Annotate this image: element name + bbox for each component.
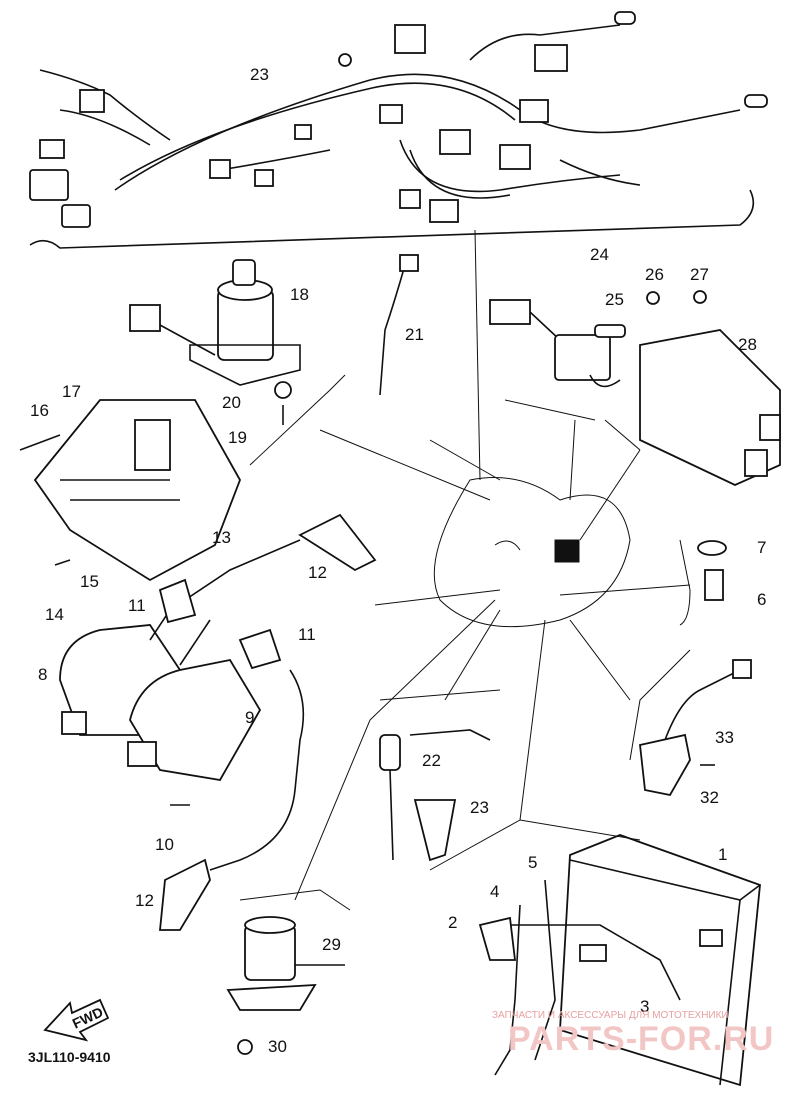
label-11-right: 11 xyxy=(298,625,316,644)
label-17: 17 xyxy=(62,382,81,401)
label-12-lower: 12 xyxy=(135,891,154,910)
label-13: 13 xyxy=(212,528,231,547)
label-23: 23 xyxy=(470,798,489,817)
plug-leads xyxy=(158,513,377,931)
label-14: 14 xyxy=(45,605,64,624)
battery xyxy=(478,834,761,1087)
frame-outline xyxy=(239,229,691,911)
label-31: 30 xyxy=(268,1037,287,1056)
label-22: 22 xyxy=(422,751,441,770)
label-24: 23 xyxy=(250,65,269,84)
rectifier-regulator xyxy=(33,399,241,582)
label-2: 2 xyxy=(448,913,457,932)
watermark-tagline: ЗАПЧАСТИ И АКСЕССУАРЫ ДЛЯ МОТОТЕХНИКИ xyxy=(492,1010,729,1021)
label-25: 24 xyxy=(590,245,609,264)
label-6: 6 xyxy=(757,590,766,609)
label-10: 10 xyxy=(155,835,174,854)
label-32: 32 xyxy=(700,788,719,807)
ignition-coils xyxy=(59,539,301,781)
starter-relay xyxy=(226,916,345,1011)
label-19: 19 xyxy=(228,428,247,447)
drawing-code: 3JL110-9410 xyxy=(28,1049,111,1065)
label-5: 5 xyxy=(528,853,537,872)
label-8: 8 xyxy=(38,665,47,684)
hardware xyxy=(19,254,752,1055)
label-1: 1 xyxy=(718,845,727,864)
neutral-switch xyxy=(379,729,491,862)
label-21: 21 xyxy=(405,325,424,344)
label-11-left: 11 xyxy=(128,596,146,615)
label-20: 20 xyxy=(222,393,241,412)
callout-labels: 23 24 26 27 25 28 18 21 20 19 16 17 13 1… xyxy=(30,65,766,1056)
label-3: 3 xyxy=(640,997,649,1016)
main-switch xyxy=(129,259,301,386)
label-27: 28 xyxy=(738,335,757,354)
wire-harness xyxy=(29,11,768,249)
fwd-arrow: FWD xyxy=(43,998,110,1042)
label-9: 9 xyxy=(245,708,254,727)
label-29: 27 xyxy=(690,265,709,284)
label-16: 16 xyxy=(30,401,49,420)
label-4: 4 xyxy=(490,882,499,901)
label-7: 7 xyxy=(757,538,766,557)
label-15: 15 xyxy=(80,572,99,591)
label-28: 26 xyxy=(645,265,664,284)
label-30: 29 xyxy=(322,935,341,954)
label-26: 25 xyxy=(605,290,624,309)
control-unit xyxy=(639,329,781,486)
label-12-upper: 12 xyxy=(308,563,327,582)
watermark-site: PARTS-FOR.RU xyxy=(508,1020,774,1058)
label-33: 33 xyxy=(715,728,734,747)
label-18: 18 xyxy=(290,285,309,304)
fuse-box xyxy=(489,299,626,388)
